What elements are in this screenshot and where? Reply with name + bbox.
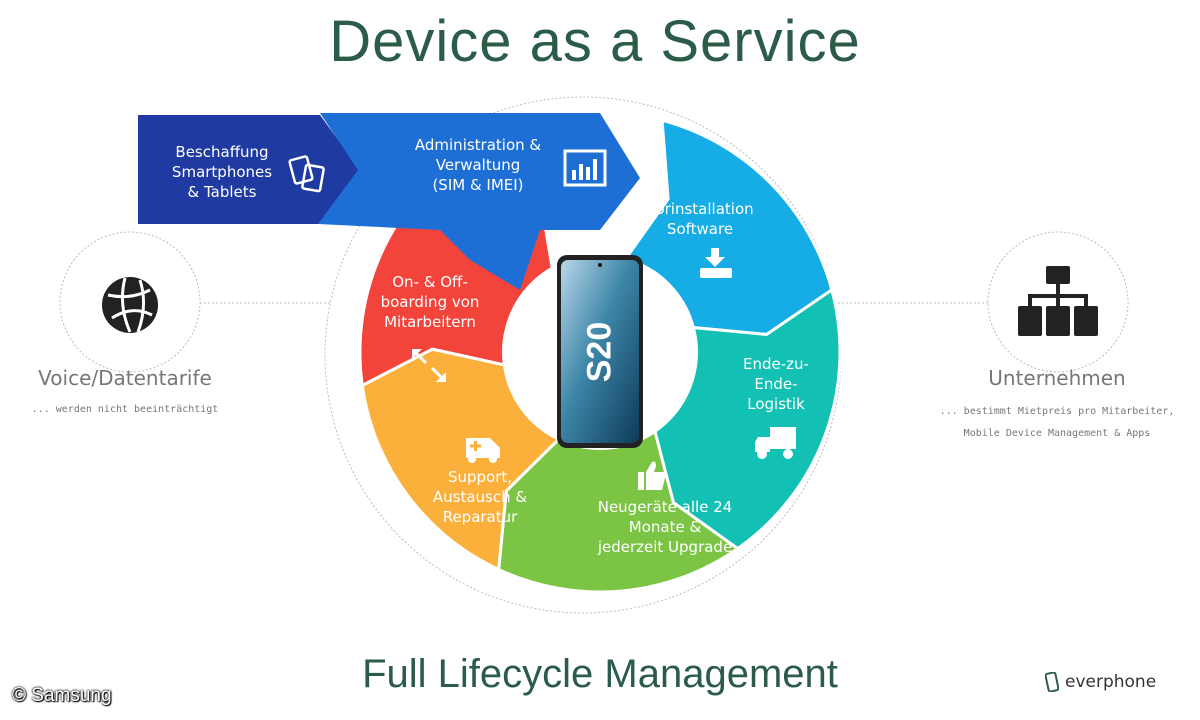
right-title: Unternehmen (988, 366, 1126, 390)
phone-camera (598, 263, 602, 267)
phone-logo-icon (1045, 672, 1059, 692)
step-support-label: Support,Austausch &Reparatur (432, 468, 528, 526)
step-administration-label: Administration &Verwaltung(SIM & IMEI) (414, 136, 542, 194)
left-title: Voice/Datentarife (38, 366, 212, 390)
page-title: Device as a Service (329, 9, 861, 74)
download-icon (700, 248, 732, 278)
step-administration-arrow (318, 113, 640, 290)
phone-label: S20 (580, 321, 619, 383)
globe-icon (102, 277, 158, 333)
org-chart-icon (1018, 266, 1098, 336)
everphone-logo: everphone (1045, 672, 1156, 692)
bar-chart-icon (563, 149, 607, 187)
ambulance-icon (466, 438, 500, 463)
step-procurement-arrow (138, 115, 360, 224)
right-subtitle-2: Mobile Device Management & Apps (963, 428, 1151, 439)
logo-text: everphone (1065, 672, 1157, 692)
left-subtitle: ... werden nicht beeinträchtigt (31, 404, 219, 415)
thumbs-up-icon (638, 461, 666, 490)
copyright: © Samsung (12, 685, 112, 706)
expand-arrows-icon (412, 349, 446, 382)
right-subtitle-1: ... bestimmt Mietpreis pro Mitarbeiter, (939, 406, 1175, 417)
truck-icon (755, 427, 796, 459)
devices-icon (288, 155, 325, 193)
step-logistics-label: Ende-zu-Ende-Logistik (743, 355, 809, 413)
subtitle: Full Lifecycle Management (362, 652, 838, 696)
